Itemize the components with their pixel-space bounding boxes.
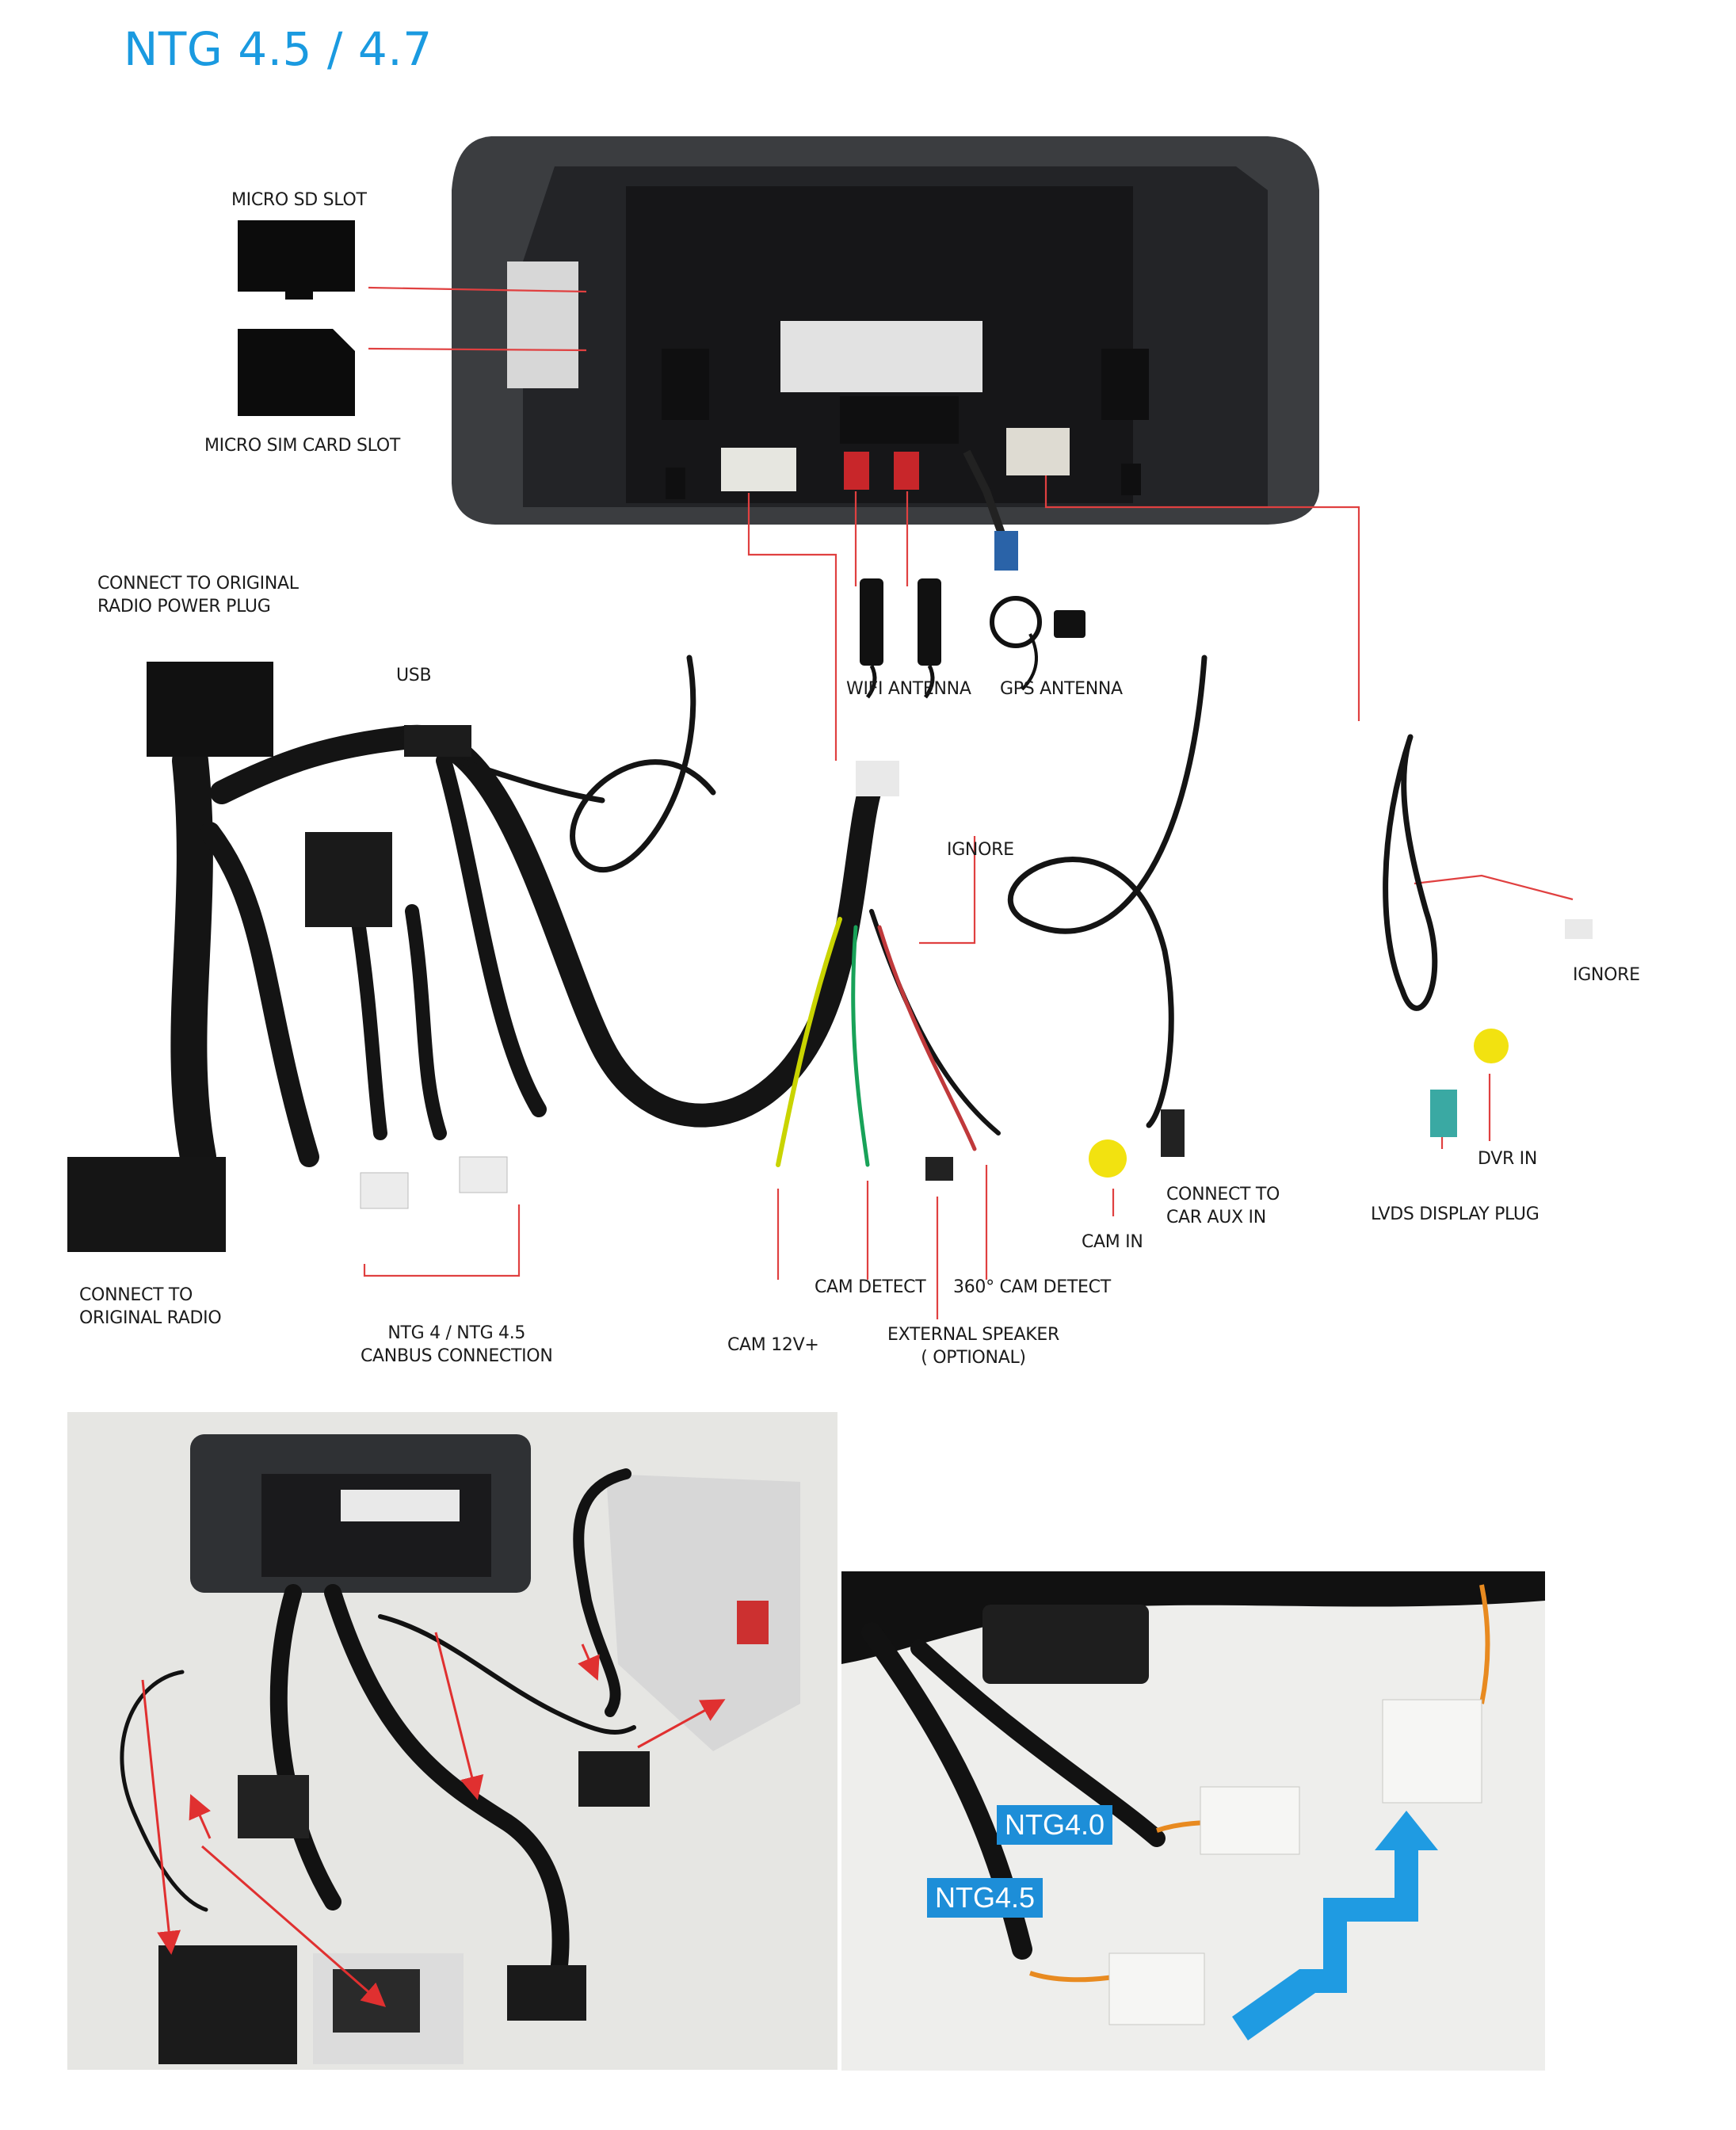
usb-connector xyxy=(404,725,471,757)
lvds-plug xyxy=(1430,1090,1457,1137)
original-radio-connector xyxy=(67,1157,226,1252)
gps-antenna-icon xyxy=(990,596,1085,691)
canbus-plug-2 xyxy=(459,1156,508,1193)
gps-connector xyxy=(994,531,1018,571)
canbus-box xyxy=(305,832,392,927)
wifi-connector-1 xyxy=(844,452,869,490)
cam-12v-label: CAM 12V+ xyxy=(727,1335,819,1355)
wifi-connector-2 xyxy=(894,452,919,490)
connect-car-aux-label: CONNECT TO CAR AUX IN xyxy=(1166,1185,1280,1227)
cam-360-detect-label: 360° CAM DETECT xyxy=(953,1277,1111,1297)
ntg45-plug xyxy=(1108,1952,1205,2025)
main-harness-socket xyxy=(721,448,796,491)
target-socket xyxy=(1382,1699,1482,1804)
micro-sim-card-icon xyxy=(238,329,355,416)
ignore-connector-right xyxy=(1565,919,1593,939)
dvr-in-label: DVR IN xyxy=(1478,1149,1538,1169)
micro-sd-slot-label: MICRO SD SLOT xyxy=(231,190,367,210)
lvds-socket xyxy=(1006,428,1070,475)
page-title: NTG 4.5 / 4.7 xyxy=(124,22,433,76)
usb-label: USB xyxy=(396,666,432,685)
speaker-connector xyxy=(925,1157,953,1181)
head-unit-rear xyxy=(452,136,1319,571)
connect-power-plug-label: CONNECT TO ORIGINAL RADIO POWER PLUG xyxy=(97,574,299,616)
ignore-label-2: IGNORE xyxy=(1573,965,1640,985)
installation-photo xyxy=(67,1412,837,2070)
ntg45-tag: NTG4.5 xyxy=(927,1878,1044,1918)
canbus-plug-1 xyxy=(360,1172,409,1209)
external-speaker-label: EXTERNAL SPEAKER ( OPTIONAL) xyxy=(887,1325,1059,1368)
wifi-antenna-label: WIFI ANTENNA xyxy=(846,679,971,699)
connect-original-radio-label: CONNECT TO ORIGINAL RADIO xyxy=(79,1285,222,1328)
lvds-display-plug-label: LVDS DISPLAY PLUG xyxy=(1371,1204,1540,1224)
aux-jack xyxy=(1161,1109,1185,1157)
ntg40-plug xyxy=(1200,1786,1300,1855)
harness-end-connector xyxy=(856,761,899,796)
micro-sim-slot-label: MICRO SIM CARD SLOT xyxy=(204,436,400,456)
main-harness xyxy=(170,655,1438,1175)
power-plug-connector xyxy=(147,662,273,757)
cam-in-label: CAM IN xyxy=(1082,1232,1143,1252)
canbus-connection-label: NTG 4 / NTG 4.5 CANBUS CONNECTION xyxy=(361,1323,553,1366)
cam-detect-label: CAM DETECT xyxy=(815,1277,926,1297)
wifi-antenna-icon xyxy=(860,578,941,699)
gps-antenna-label: GPS ANTENNA xyxy=(1000,679,1123,699)
cam-in-rca xyxy=(1089,1139,1127,1178)
dvr-in-rca xyxy=(1474,1029,1509,1063)
ignore-label-1: IGNORE xyxy=(947,840,1014,860)
ntg40-tag: NTG4.0 xyxy=(997,1805,1113,1845)
leader-lines xyxy=(363,286,1574,1319)
micro-sd-card-icon xyxy=(238,220,355,300)
canbus-photo xyxy=(841,1571,1545,2071)
connect-arrow-icon xyxy=(1232,1811,1438,2040)
